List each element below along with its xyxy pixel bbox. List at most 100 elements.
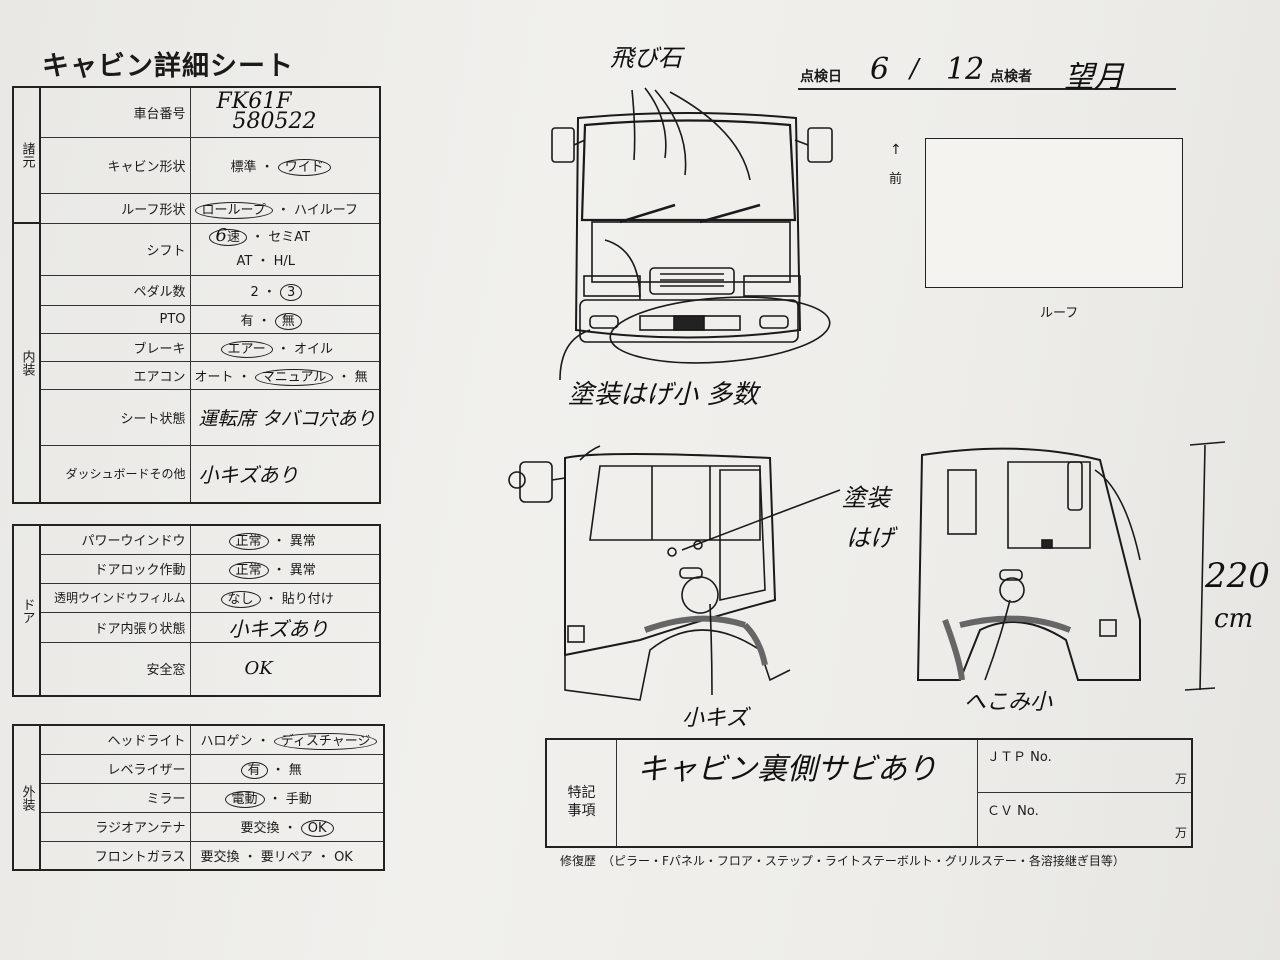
pw-value: 正常 ・ 異常 [189,524,381,555]
pto-value: 有 ・ 無 [189,304,381,334]
lock-ok-circled: 正常 [228,562,269,579]
date-label: 点検日 [800,69,842,85]
safety-label: 安全窓 [39,641,191,697]
date-day: 12 [946,52,985,87]
cv-label: ＣＶ No. [987,804,1039,819]
roof-box [925,138,1183,288]
notes-content: キャビン裏側サビあり [637,752,937,787]
lock-ng: 異常 [289,563,316,578]
brake-air-circled: エアー [220,340,273,358]
sheet-title: キャビン詳細シート [42,51,294,82]
chassis-line2: 580522 [232,109,317,135]
inspector-name: 望月 [1064,60,1124,95]
ac-label: エアコン [39,360,191,390]
notes-box: 特記 事項 キャビン裏側サビあり ＪＴＰ No. 万 ＣＶ No. 万 [545,738,1193,848]
trim-value: 小キズあり [189,611,381,643]
roof-label: ルーフ [1040,306,1079,321]
inspector-label: 点検者 [990,69,1032,85]
cabin-wide-circled: ワイド [277,158,331,176]
pedal-2: 2 [250,284,259,300]
chassis-line1: FK61F [216,89,292,115]
trim-label: ドア内張り状態 [39,611,191,643]
height-value: 220 [1205,556,1270,596]
date-sep: / [910,54,919,84]
cabin-std: 標準 [230,159,257,175]
front-arrow-icon: ↑ [890,142,902,158]
note-paint-side-2: はげ [846,524,894,552]
shift-at: AT [236,254,253,269]
shift-semi: セミAT [268,230,311,245]
shift-hl: H/L [273,254,295,269]
note-paint-front: 塗装はげ小 多数 [568,380,759,410]
safety-note: OK [244,658,273,680]
notes-divider-h [977,792,1191,793]
right-side-view-drawing [916,441,1226,691]
jtp-label: ＪＴＰ No. [987,750,1052,765]
dash-label: ダッシュボードその他 [39,444,191,504]
group-label-exterior: 外装 [12,724,41,871]
roof-shape-label: ルーフ形状 [39,192,191,224]
mirror-label: ミラー [39,782,191,813]
headlight-label: ヘッドライト [39,724,191,755]
front-view-drawing [551,87,833,381]
brake-value: エアー ・ オイル [189,332,381,362]
cabin-shape-value: 標準 ・ ワイド [189,136,381,194]
trim-note: 小キズあり [228,616,329,641]
jtp-unit: 万 [1175,772,1188,786]
head-halogen: ハロゲン [200,734,253,750]
glass-replace: 要交換 [200,849,240,865]
group-label-specs: 諸元 [12,86,41,224]
note-chips: 飛び石 [610,44,682,72]
pto-no-circled: 無 [274,312,302,330]
level-yes-circled: 有 [240,762,268,779]
seat-label: シート状態 [39,388,191,446]
shift-speed-circled: 6速 [208,225,247,246]
note-dent: へこみ小 [964,690,1053,715]
radio-ok-circled: OK [300,820,334,837]
pedal-label: ペダル数 [39,274,191,306]
safety-value: OK [189,641,381,697]
glass-repair: 要リペア [260,849,313,865]
ac-none: 無 [354,369,368,385]
group-label-door: ドア [12,524,41,697]
roof-high: ハイルーフ [294,202,358,218]
notes-label-1: 特記 [567,785,596,801]
note-paint-side-1: 塗装 [842,484,890,512]
group-label-interior: 内装 [12,222,41,504]
left-side-view-drawing [508,445,841,701]
inspection-header: 点検日 6 / 12 点検者 望月 [798,52,1176,95]
exterior-table: 外装 ヘッドライト ハロゲン ・ ディスチャージ レベライザー 有 ・ 無 ミラ… [12,724,385,871]
radio-label: ラジオアンテナ [39,811,191,842]
repair-history-footer: 修復歴 （ピラー・Fパネル・フロア・ステップ・ライトステーボルト・グリルステー・… [560,854,1125,868]
date-month: 6 [870,52,890,87]
notes-label: 特記 事項 [547,740,617,846]
cv-unit: 万 [1175,826,1188,840]
film-label: 透明ウインドウフィルム [39,582,191,613]
chassis-value: FK61F 580522 [189,86,381,138]
shift-value: 6速 ・ セミAT AT ・ H/L [189,222,381,276]
pedal-3-circled: 3 [280,283,303,301]
door-table: ドア パワーウインドウ 正常 ・ 異常 ドアロック作動 正常 ・ 異常 透明ウイ… [12,524,381,697]
lock-value: 正常 ・ 異常 [189,553,381,584]
seat-note: 運転席 タバコ穴あり [198,407,376,430]
notes-divider-v [977,740,978,846]
pto-yes: 有 [240,313,254,329]
note-scratch: 小キズ [682,706,749,731]
ac-manual-circled: マニュアル [254,368,334,386]
radio-replace: 要交換 [240,821,280,836]
level-no: 無 [288,763,302,778]
dash-note: 小キズあり [198,463,299,488]
head-discharge-circled: ディスチャージ [273,733,378,751]
roof-low-circled: ローループ [194,201,273,219]
shift-speed: 速 [226,230,240,245]
brake-label: ブレーキ [39,332,191,362]
film-none-circled: なし [220,591,261,608]
glass-ok: OK [334,849,353,865]
film-yes: 貼り付け [281,592,334,607]
height-unit: cm [1214,604,1254,634]
seat-value: 運転席 タバコ穴あり [189,388,381,446]
specs-interior-table: 諸元 車台番号 FK61F 580522 キャビン形状 標準 ・ ワイド ルーフ… [12,86,381,504]
pw-ng: 異常 [289,534,316,550]
